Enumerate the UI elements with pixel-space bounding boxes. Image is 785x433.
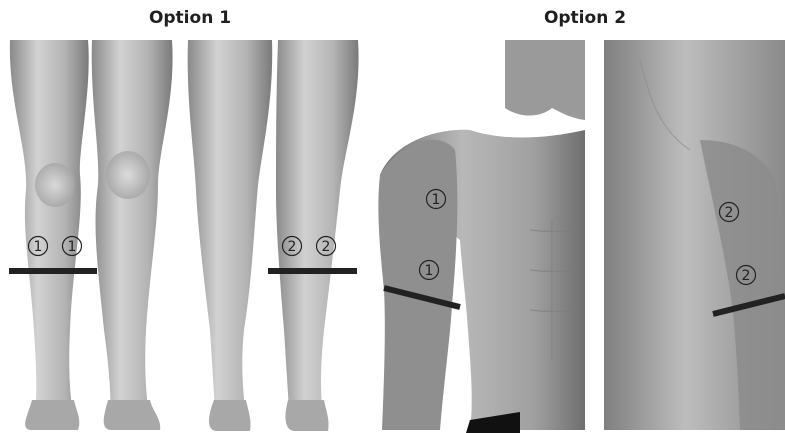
marker-label: 2 <box>322 239 331 255</box>
legs-front-view: 1 1 <box>9 40 173 430</box>
head-neck <box>505 40 585 120</box>
marker-label: 1 <box>68 239 77 255</box>
marker-label: 2 <box>725 205 734 221</box>
right-foot <box>104 400 161 430</box>
measurement-line <box>9 268 97 274</box>
right-kneecap <box>106 151 150 199</box>
right-leg-back <box>276 40 359 425</box>
marker-label: 1 <box>34 239 43 255</box>
left-foot <box>25 400 79 430</box>
marker-label: 2 <box>742 268 751 284</box>
left-leg-front <box>10 40 89 425</box>
right-leg-front <box>92 40 173 425</box>
measurement-line <box>268 268 357 274</box>
marker-label: 2 <box>288 239 297 255</box>
back-view: 2 2 <box>604 40 785 430</box>
left-heel <box>209 400 251 431</box>
marker-label: 1 <box>432 192 441 208</box>
left-kneecap <box>35 163 75 207</box>
marker-label: 1 <box>425 263 434 279</box>
torso-front-view: 1 1 <box>378 40 585 433</box>
legs-back-view: 2 2 <box>188 40 359 431</box>
left-leg-back <box>188 40 273 425</box>
right-heel <box>286 400 329 431</box>
